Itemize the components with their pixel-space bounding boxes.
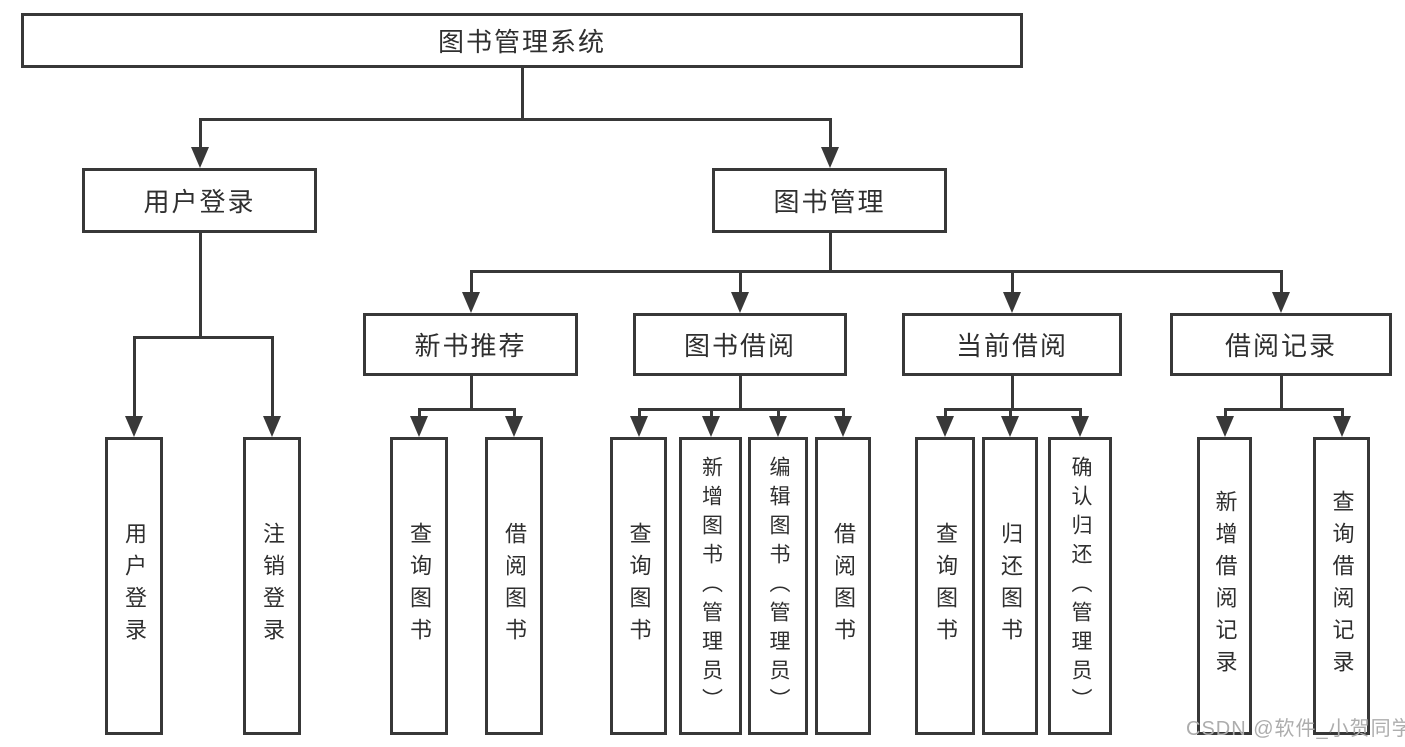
connector-line bbox=[1224, 408, 1344, 411]
node-label-user-login-branch: 用户登录 bbox=[143, 187, 256, 217]
connector-line bbox=[710, 408, 713, 421]
node-user-login: 用户登录 bbox=[105, 437, 163, 735]
connector-line bbox=[199, 118, 832, 121]
node-label-current-borrow: 当前借阅 bbox=[955, 331, 1068, 361]
node-label-hist-query-record: 查询借阅记录 bbox=[1329, 490, 1355, 682]
connector-line bbox=[638, 408, 845, 411]
connector-arrowhead bbox=[630, 416, 648, 437]
connector-arrowhead bbox=[263, 416, 281, 437]
connector-arrowhead bbox=[1071, 416, 1089, 437]
connector-line bbox=[199, 118, 202, 152]
node-hist-query-record: 查询借阅记录 bbox=[1313, 437, 1370, 735]
watermark: CSDN @软件_小贺同学 bbox=[1186, 718, 1405, 740]
node-cur-query-book: 查询图书 bbox=[915, 437, 975, 735]
connector-arrowhead bbox=[1333, 416, 1351, 437]
connector-line bbox=[470, 270, 473, 297]
node-label-rec-query-book: 查询图书 bbox=[407, 522, 432, 650]
node-label-user-login: 用户登录 bbox=[122, 522, 147, 650]
node-label-book-borrow: 图书借阅 bbox=[683, 331, 796, 361]
node-cur-confirm-return: 确认归还（管理员） bbox=[1048, 437, 1112, 735]
connector-arrowhead bbox=[1272, 292, 1290, 313]
connector-line bbox=[418, 408, 516, 411]
node-root: 图书管理系统 bbox=[21, 13, 1023, 68]
node-borrow-edit-book: 编辑图书（管理员） bbox=[748, 437, 808, 735]
connector-line bbox=[133, 336, 274, 339]
node-label-borrow-edit-book: 编辑图书（管理员） bbox=[767, 455, 790, 717]
node-label-hist-add-record: 新增借阅记录 bbox=[1212, 490, 1238, 682]
connector-line bbox=[470, 376, 473, 411]
connector-line bbox=[842, 408, 845, 421]
connector-arrowhead bbox=[1003, 292, 1021, 313]
connector-arrowhead bbox=[769, 416, 787, 437]
connector-line bbox=[1224, 408, 1227, 421]
node-logout: 注销登录 bbox=[243, 437, 301, 735]
node-borrow-query-book: 查询图书 bbox=[610, 437, 667, 735]
node-hist-add-record: 新增借阅记录 bbox=[1197, 437, 1252, 735]
connector-arrowhead bbox=[505, 416, 523, 437]
connector-line bbox=[777, 408, 780, 421]
connector-line bbox=[1011, 376, 1014, 411]
connector-arrowhead bbox=[936, 416, 954, 437]
node-label-new-book-rec: 新书推荐 bbox=[414, 331, 527, 361]
node-label-borrow-query-book: 查询图书 bbox=[626, 522, 652, 650]
connector-line bbox=[829, 233, 832, 273]
node-user-login-branch: 用户登录 bbox=[82, 168, 317, 233]
node-label-logout: 注销登录 bbox=[260, 522, 285, 650]
node-book-mgmt-branch: 图书管理 bbox=[712, 168, 947, 233]
connector-line bbox=[271, 336, 274, 421]
connector-line bbox=[1341, 408, 1344, 421]
connector-line bbox=[638, 408, 641, 421]
connector-arrowhead bbox=[125, 416, 143, 437]
connector-line bbox=[1280, 270, 1283, 297]
connector-line bbox=[1079, 408, 1082, 421]
connector-arrowhead bbox=[1216, 416, 1234, 437]
node-label-borrow-records: 借阅记录 bbox=[1224, 331, 1337, 361]
connector-line bbox=[1011, 270, 1014, 297]
connector-arrowhead bbox=[462, 292, 480, 313]
connector-line bbox=[521, 68, 524, 121]
node-book-borrow: 图书借阅 bbox=[633, 313, 847, 376]
node-new-book-rec: 新书推荐 bbox=[363, 313, 578, 376]
connector-line bbox=[513, 408, 516, 421]
connector-arrowhead bbox=[821, 147, 839, 168]
node-borrow-borrow-book: 借阅图书 bbox=[815, 437, 871, 735]
connector-line bbox=[199, 233, 202, 339]
node-label-book-mgmt-branch: 图书管理 bbox=[773, 187, 886, 217]
node-label-cur-confirm-return: 确认归还（管理员） bbox=[1069, 455, 1092, 717]
connector-arrowhead bbox=[731, 292, 749, 313]
connector-arrowhead bbox=[410, 416, 428, 437]
connector-line bbox=[739, 270, 742, 297]
connector-line bbox=[418, 408, 421, 421]
node-rec-query-book: 查询图书 bbox=[390, 437, 448, 735]
connector-line bbox=[944, 408, 947, 421]
connector-line bbox=[1009, 408, 1012, 421]
node-cur-return-book: 归还图书 bbox=[982, 437, 1038, 735]
connector-line bbox=[133, 336, 136, 421]
node-label-cur-query-book: 查询图书 bbox=[933, 522, 958, 650]
connector-line bbox=[470, 270, 1283, 273]
connector-line bbox=[944, 408, 1082, 411]
connector-arrowhead bbox=[702, 416, 720, 437]
connector-arrowhead bbox=[1001, 416, 1019, 437]
node-label-root: 图书管理系统 bbox=[437, 27, 606, 57]
node-borrow-add-book: 新增图书（管理员） bbox=[679, 437, 742, 735]
connector-line bbox=[739, 376, 742, 411]
connector-arrowhead bbox=[834, 416, 852, 437]
node-label-borrow-borrow-book: 借阅图书 bbox=[831, 522, 856, 650]
connector-line bbox=[1280, 376, 1283, 411]
connector-line bbox=[829, 118, 832, 152]
node-rec-borrow-book: 借阅图书 bbox=[485, 437, 543, 735]
node-current-borrow: 当前借阅 bbox=[902, 313, 1122, 376]
node-label-rec-borrow-book: 借阅图书 bbox=[502, 522, 527, 650]
node-label-borrow-add-book: 新增图书（管理员） bbox=[699, 455, 723, 717]
node-borrow-records: 借阅记录 bbox=[1170, 313, 1392, 376]
connector-arrowhead bbox=[191, 147, 209, 168]
node-label-cur-return-book: 归还图书 bbox=[998, 522, 1023, 650]
